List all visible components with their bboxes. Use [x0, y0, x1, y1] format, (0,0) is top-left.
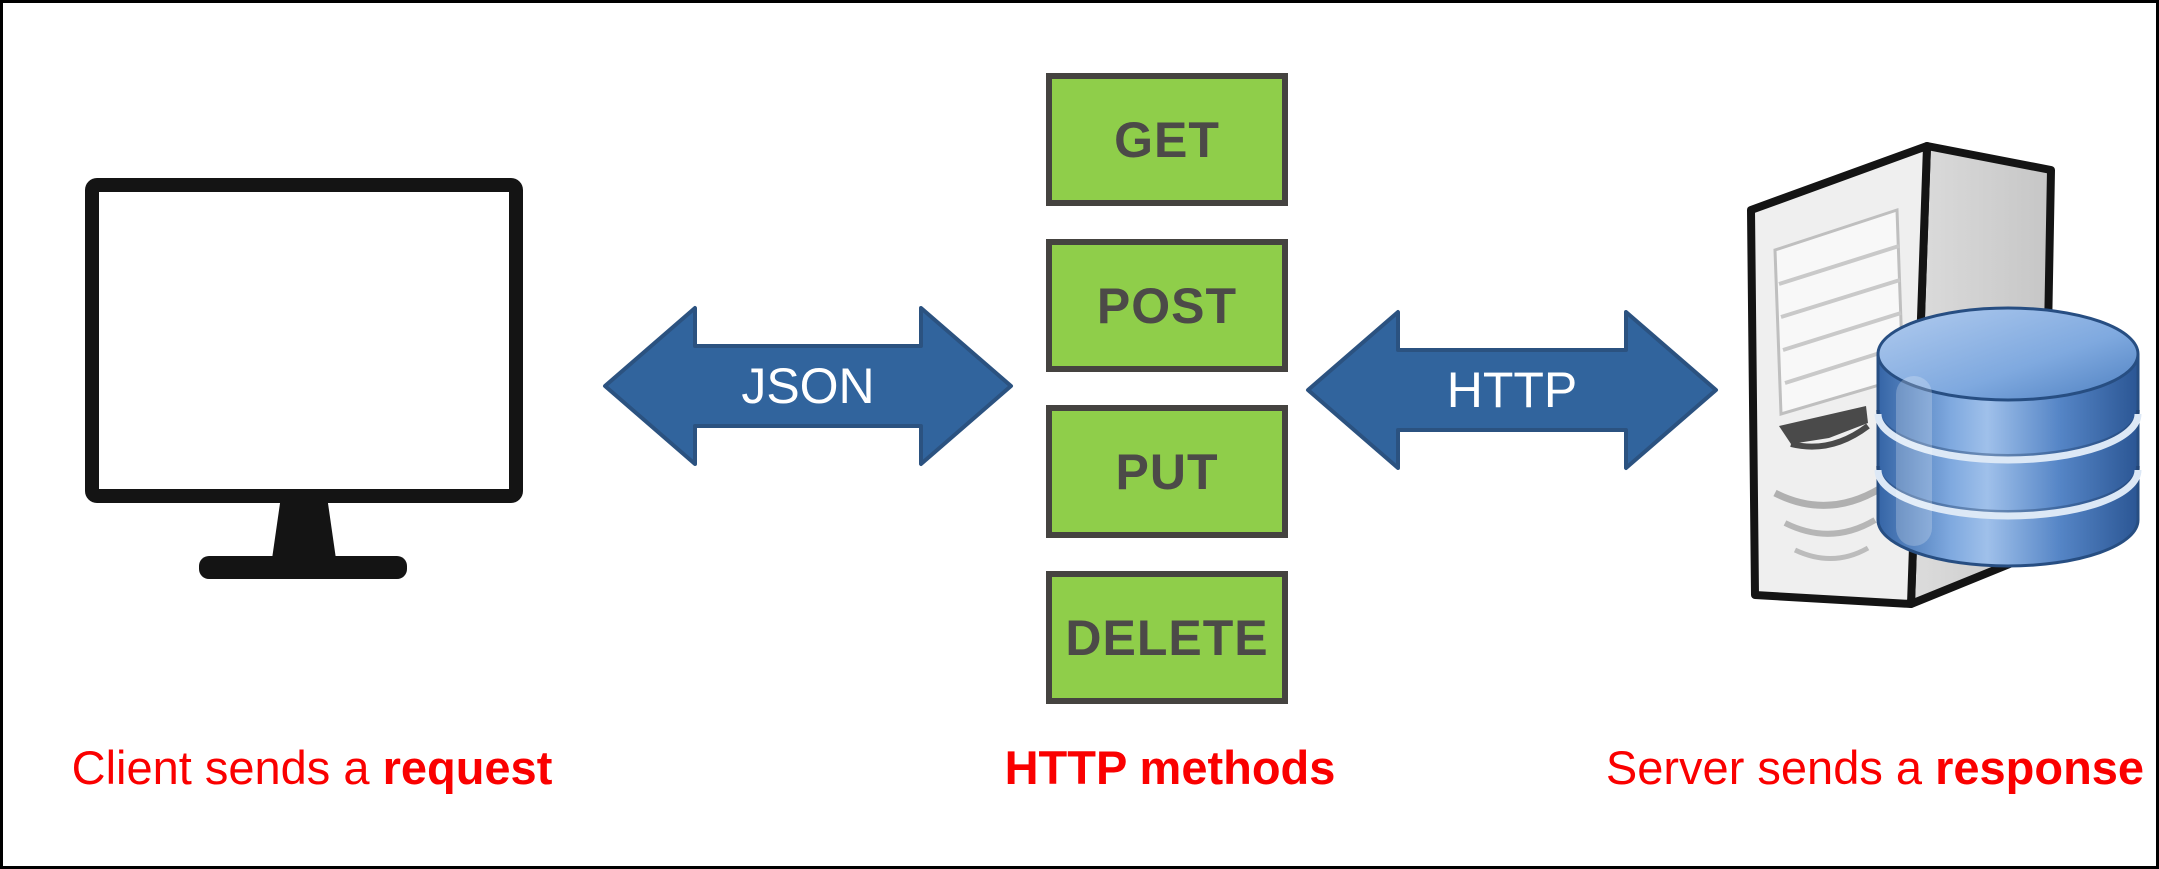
server-database-icon: [1747, 142, 2142, 608]
client-caption-bold: request: [382, 741, 553, 794]
server-caption: Server sends a response: [1606, 739, 2144, 797]
method-label-put: PUT: [1115, 443, 1219, 500]
database-cylinder-icon: [1874, 306, 2142, 568]
json-arrow-icon: JSON: [603, 306, 1013, 466]
server-caption-text: Server sends a: [1605, 741, 1936, 794]
client-caption-text: Client sends a: [71, 741, 383, 794]
method-label-post: POST: [1096, 277, 1238, 334]
methods-caption: HTTP methods: [1005, 739, 1336, 797]
server-caption-bold: response: [1935, 741, 2145, 794]
client-caption: Client sends a request: [72, 739, 553, 797]
method-label-delete: DELETE: [1065, 609, 1269, 666]
method-box-get: GET: [1046, 73, 1288, 206]
vent-line: [1773, 485, 1883, 509]
double-headed-arrow-shape: [1306, 310, 1718, 470]
monitor-stand-neck-icon: [272, 501, 336, 559]
double-headed-arrow-shape: [603, 306, 1013, 466]
http-arrow-label: HTTP: [1447, 362, 1578, 418]
http-methods-column: GET POST PUT DELETE: [1046, 73, 1288, 704]
methods-caption-text: HTTP methods: [1004, 741, 1336, 794]
method-box-put: PUT: [1046, 405, 1288, 538]
method-box-post: POST: [1046, 239, 1288, 372]
client-monitor-icon: [85, 178, 523, 503]
monitor-stand-base-icon: [199, 556, 407, 579]
vent-line: [1793, 545, 1870, 561]
http-arrow-icon: HTTP: [1306, 310, 1718, 470]
vent-line: [1783, 517, 1877, 537]
server-button: [1779, 406, 1868, 444]
method-box-delete: DELETE: [1046, 571, 1288, 704]
json-arrow-label: JSON: [741, 358, 874, 414]
method-label-get: GET: [1114, 111, 1220, 168]
